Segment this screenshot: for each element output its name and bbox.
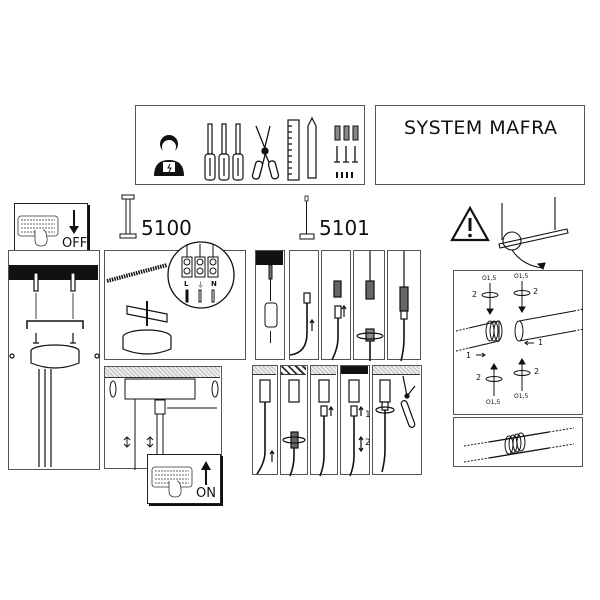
screw-icon — [33, 333, 76, 344]
push-step-label: 1 — [466, 351, 472, 360]
step-tighten-panel — [104, 366, 222, 470]
warning-triangle-icon — [450, 205, 490, 242]
rotation-step-label: 2 — [533, 287, 539, 296]
torque-label: O1,5 — [514, 273, 529, 280]
breaker-panel-icon — [151, 466, 193, 498]
bracket-icon — [126, 301, 168, 326]
screwdriver-icon — [204, 123, 244, 181]
ceiling-stripe — [281, 366, 306, 375]
terminal-label-live: L — [184, 280, 189, 288]
small-screws-icon — [336, 172, 353, 178]
steps-5101-upper — [255, 250, 421, 362]
ceiling-black — [9, 265, 98, 280]
canopy-icon — [122, 329, 172, 355]
canopy-icon — [30, 344, 80, 369]
rail-joined-panel — [453, 417, 583, 467]
mounting-bracket-icon — [26, 320, 84, 329]
electrician-icon — [154, 135, 184, 176]
ceiling-hatch — [311, 366, 336, 375]
ceiling-hatch — [105, 367, 220, 378]
arrow-up-icon — [201, 461, 211, 485]
ceiling-hatch — [373, 366, 420, 375]
pencil-icon — [307, 116, 317, 179]
model-5100-figure — [118, 192, 138, 240]
step-ceiling-mount-panel — [8, 250, 100, 470]
rail-connection-figure — [495, 195, 585, 271]
torque-label: O1,5 — [482, 275, 497, 282]
step-5101-8 — [310, 365, 338, 477]
step-5101-3 — [321, 250, 351, 361]
ruler-icon — [287, 119, 300, 181]
ceiling-black — [341, 366, 368, 374]
switch-on-label: ON — [196, 486, 216, 501]
rotation-step-label: 2 — [472, 290, 478, 299]
step-5101-1 — [255, 250, 285, 360]
wall-plug-icon — [334, 125, 359, 141]
step-label-2: 2 — [365, 438, 371, 448]
switch-off-panel: OFF — [14, 203, 88, 255]
terminal-block-detail: L ⏚ N — [166, 240, 236, 310]
rotation-step-label: 2 — [534, 367, 540, 376]
rail-join-detail-panel: O1,5 O1,5 O1,5 O1,5 2 2 2 2 1 1 — [453, 270, 585, 415]
torque-label: O1,5 — [486, 399, 501, 406]
terminal-label-neutral: N — [211, 280, 217, 288]
switch-off-label: OFF — [62, 236, 88, 251]
pliers-icon — [251, 125, 280, 180]
torque-label: O1,5 — [514, 393, 529, 400]
step-5101-4 — [353, 250, 385, 361]
brand-title: SYSTEM MAFRA — [404, 117, 558, 139]
arrow-down-icon — [69, 210, 79, 234]
step-5101-5 — [387, 250, 421, 362]
step-5101-10 — [372, 365, 422, 475]
terminal-label-earth: ⏚ — [197, 281, 204, 289]
rotation-step-label: 2 — [476, 373, 482, 382]
brand-title-panel: SYSTEM MAFRA — [375, 105, 585, 185]
model-5100-code: 5100 — [141, 216, 192, 240]
step-5101-7 — [280, 365, 308, 477]
screw-icon — [334, 146, 358, 163]
push-step-label: 1 — [538, 338, 544, 347]
model-5101-figure — [297, 194, 317, 242]
ceiling-hatch — [253, 366, 276, 375]
pliers-icon — [400, 375, 416, 428]
step-5101-9: 1 2 — [340, 365, 371, 477]
breaker-panel-icon — [17, 215, 59, 247]
ceiling-black — [256, 251, 283, 265]
wall-plug-icon — [33, 272, 76, 292]
step-5101-6 — [252, 365, 278, 475]
steps-5101-lower: 1 2 — [252, 365, 432, 477]
switch-on-panel: ON — [147, 454, 221, 504]
step-5101-2 — [289, 250, 319, 360]
tools-panel — [135, 105, 365, 185]
model-5101-code: 5101 — [319, 216, 370, 240]
step-label-1: 1 — [365, 410, 371, 420]
